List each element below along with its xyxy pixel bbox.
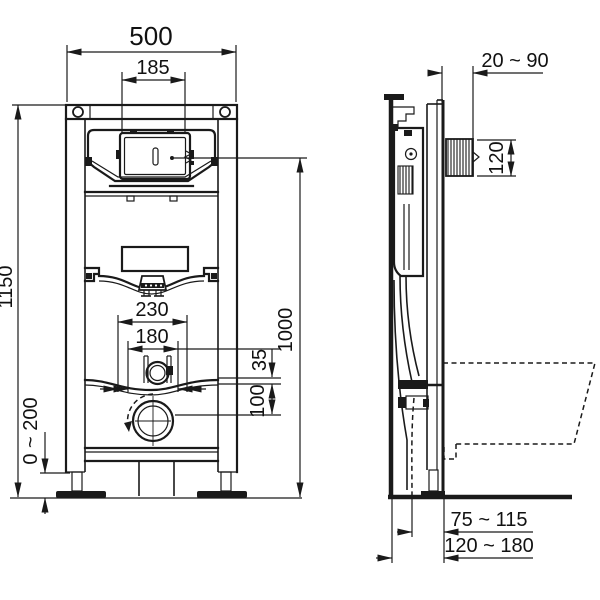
- actuator-slot: [152, 147, 159, 166]
- frame-rails: [64, 117, 239, 474]
- dim-label-1000: 1000: [275, 308, 297, 353]
- dim-label-120: 120: [486, 141, 508, 174]
- drain-centerline: [411, 397, 415, 498]
- side-clip-right: [211, 157, 218, 166]
- dimension-overall-width: 500: [66, 21, 237, 102]
- dim-label-20-90: 20 ~ 90: [481, 50, 548, 72]
- actuator-pivot: [170, 156, 174, 160]
- flush-shaft-box: [445, 138, 480, 177]
- dimension-flush-opening: 120: [477, 139, 516, 177]
- fixing-bracket: [83, 377, 281, 396]
- side-fixing-hardware: [398, 380, 444, 410]
- dim-label-500: 500: [129, 21, 172, 51]
- dim-label-35: 35: [249, 349, 271, 371]
- dim-label-120-180: 120 ~ 180: [444, 535, 534, 557]
- dimension-outlet-near: 75 ~ 115: [391, 499, 533, 563]
- dimension-flush-plate-width: 185: [121, 57, 186, 134]
- dim-label-1150: 1150: [0, 265, 17, 308]
- dimension-actuation-height: 1000: [275, 157, 304, 498]
- flush-plate-opening: [116, 130, 194, 182]
- upper-cross-member: [83, 190, 220, 202]
- fill-valve: [404, 147, 418, 161]
- wc-bowl-outline: [443, 362, 596, 460]
- dim-label-230: 230: [135, 299, 168, 321]
- swivel-arrow: [124, 421, 132, 432]
- wall-profile: [384, 94, 404, 497]
- swivel-arc: [126, 393, 154, 427]
- cistern-side: [392, 126, 425, 278]
- fixing-studs-and-inlet: [143, 355, 173, 386]
- dim-label-0-200: 0 ~ 200: [20, 397, 42, 464]
- bolt-hole-right: [219, 106, 231, 118]
- dim-label-100: 100: [247, 384, 269, 417]
- dim-label-185: 185: [136, 57, 169, 79]
- lower-cross-member: [83, 446, 220, 496]
- front-view: 500 185 1150 1000 230 180: [0, 21, 307, 514]
- bolt-hole-left: [72, 106, 84, 118]
- top-bracket-detail: [393, 106, 415, 136]
- side-view: 20 ~ 90 120 75 ~ 115 120 ~ 180: [376, 50, 596, 563]
- dimension-outlet-offset: 100: [175, 383, 281, 418]
- dimension-stud-offset: 35: [249, 349, 276, 378]
- valve-body: [397, 165, 414, 195]
- dimension-inner-fixing: 180: [127, 326, 281, 392]
- dimension-wall-finish: 20 ~ 90: [427, 50, 549, 139]
- outlet-elbow: [124, 393, 175, 446]
- dim-label-180: 180: [135, 326, 168, 348]
- service-opening: [120, 245, 190, 273]
- dimension-overall-height: 1150: [0, 104, 66, 498]
- adjustable-feet: [10, 471, 302, 499]
- flush-pipe: [393, 275, 420, 498]
- cistern: [85, 128, 218, 188]
- dimension-outer-fixing: 230: [117, 299, 188, 392]
- side-clip-left: [85, 157, 92, 166]
- dim-label-75-115: 75 ~ 115: [451, 509, 528, 531]
- dimension-leg-adjust: 0 ~ 200: [20, 397, 70, 514]
- top-rail: [64, 103, 239, 121]
- dimension-outlet-far: 120 ~ 180: [376, 535, 534, 562]
- rail-profile: [421, 99, 445, 497]
- bowl-support-bracket: [83, 266, 220, 297]
